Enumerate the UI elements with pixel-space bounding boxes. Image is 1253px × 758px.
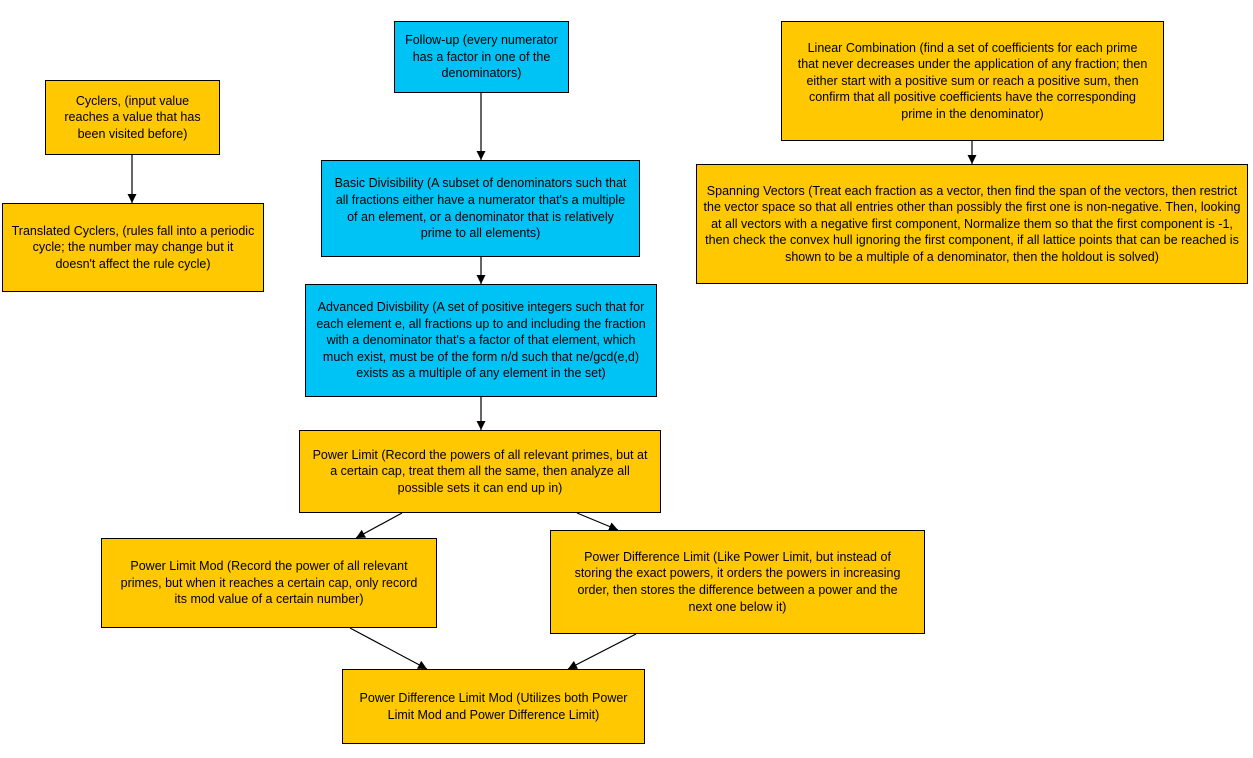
node-spanning-vectors-label: Spanning Vectors (Treat each fraction as… <box>703 183 1241 264</box>
node-advanced-divisibility-label: Advanced Divisbility (A set of positive … <box>316 300 646 381</box>
node-linear-combination: Linear Combination (find a set of coeffi… <box>781 21 1164 141</box>
node-follow-up: Follow-up (every numerator has a factor … <box>394 21 569 93</box>
node-power-difference-limit-label: Power Difference Limit (Like Power Limit… <box>574 549 901 614</box>
node-advanced-divisibility: Advanced Divisbility (A set of positive … <box>305 284 657 397</box>
node-spanning-vectors: Spanning Vectors (Treat each fraction as… <box>696 164 1248 284</box>
edge-power-limit-to-power-difference-limit <box>576 512 619 531</box>
node-power-difference-limit: Power Difference Limit (Like Power Limit… <box>550 530 925 634</box>
edge-power-difference-limit-to-power-difference-limit-mod <box>567 633 637 670</box>
node-basic-divisibility-label: Basic Divisibility (A subset of denomina… <box>334 176 627 241</box>
node-power-limit-mod: Power Limit Mod (Record the power of all… <box>101 538 437 628</box>
node-power-difference-limit-mod-label: Power Difference Limit Mod (Utilizes bot… <box>359 690 628 722</box>
node-power-limit-label: Power Limit (Record the powers of all re… <box>312 447 648 495</box>
node-power-limit: Power Limit (Record the powers of all re… <box>299 430 661 513</box>
edge-power-limit-mod-to-power-difference-limit-mod <box>349 627 428 670</box>
node-power-limit-mod-label: Power Limit Mod (Record the power of all… <box>120 559 418 607</box>
node-cyclers: Cyclers, (input value reaches a value th… <box>45 80 220 155</box>
node-translated-cyclers-label: Translated Cyclers, (rules fall into a p… <box>11 223 255 271</box>
node-basic-divisibility: Basic Divisibility (A subset of denomina… <box>321 160 640 257</box>
node-linear-combination-label: Linear Combination (find a set of coeffi… <box>797 40 1148 121</box>
node-translated-cyclers: Translated Cyclers, (rules fall into a p… <box>2 203 264 292</box>
node-follow-up-label: Follow-up (every numerator has a factor … <box>405 33 558 81</box>
edge-power-limit-to-power-limit-mod <box>355 512 403 539</box>
node-cyclers-label: Cyclers, (input value reaches a value th… <box>64 93 201 141</box>
node-power-difference-limit-mod: Power Difference Limit Mod (Utilizes bot… <box>342 669 645 744</box>
